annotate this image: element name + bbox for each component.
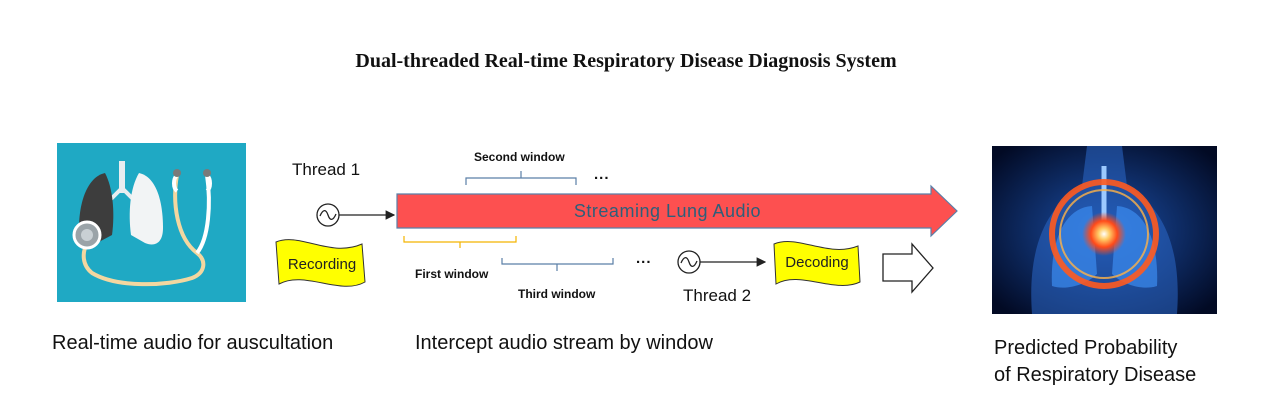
right-caption-line1: Predicted Probability <box>994 337 1178 359</box>
thread2-label: Thread 2 <box>683 286 752 305</box>
recording-flag <box>275 239 366 287</box>
page-title: Dual-threaded Real-time Respiratory Dise… <box>355 50 897 72</box>
lungs-xray-glow-icon <box>992 146 1217 314</box>
third-window-label: Third window <box>518 287 596 301</box>
recording-label: Recording <box>287 256 357 273</box>
first-window-bracket <box>403 236 517 248</box>
stream-label: Streaming Lung Audio <box>573 201 762 221</box>
streaming-arrow <box>396 184 958 238</box>
first-window-label: First window <box>415 267 489 281</box>
decoding-label: Decoding <box>785 254 849 271</box>
thread1-label: Thread 1 <box>292 160 361 179</box>
second-window-bracket <box>465 171 577 185</box>
second-window-label: Second window <box>474 150 565 164</box>
left-caption: Real-time audio for auscultation <box>52 332 334 354</box>
middle-caption: Intercept audio stream by window <box>415 332 713 354</box>
decoding-flag <box>773 241 861 286</box>
thread2-oscillator-icon <box>677 250 701 274</box>
output-arrow-icon <box>882 242 934 294</box>
ellipsis-bottom: ... <box>636 250 652 267</box>
lungs-stethoscope-icon <box>57 143 246 302</box>
third-window-bracket <box>501 258 614 271</box>
right-caption-line2: of Respiratory Disease <box>994 364 1197 386</box>
thread1-oscillator-icon <box>316 203 340 227</box>
ellipsis-top: ... <box>594 166 610 183</box>
